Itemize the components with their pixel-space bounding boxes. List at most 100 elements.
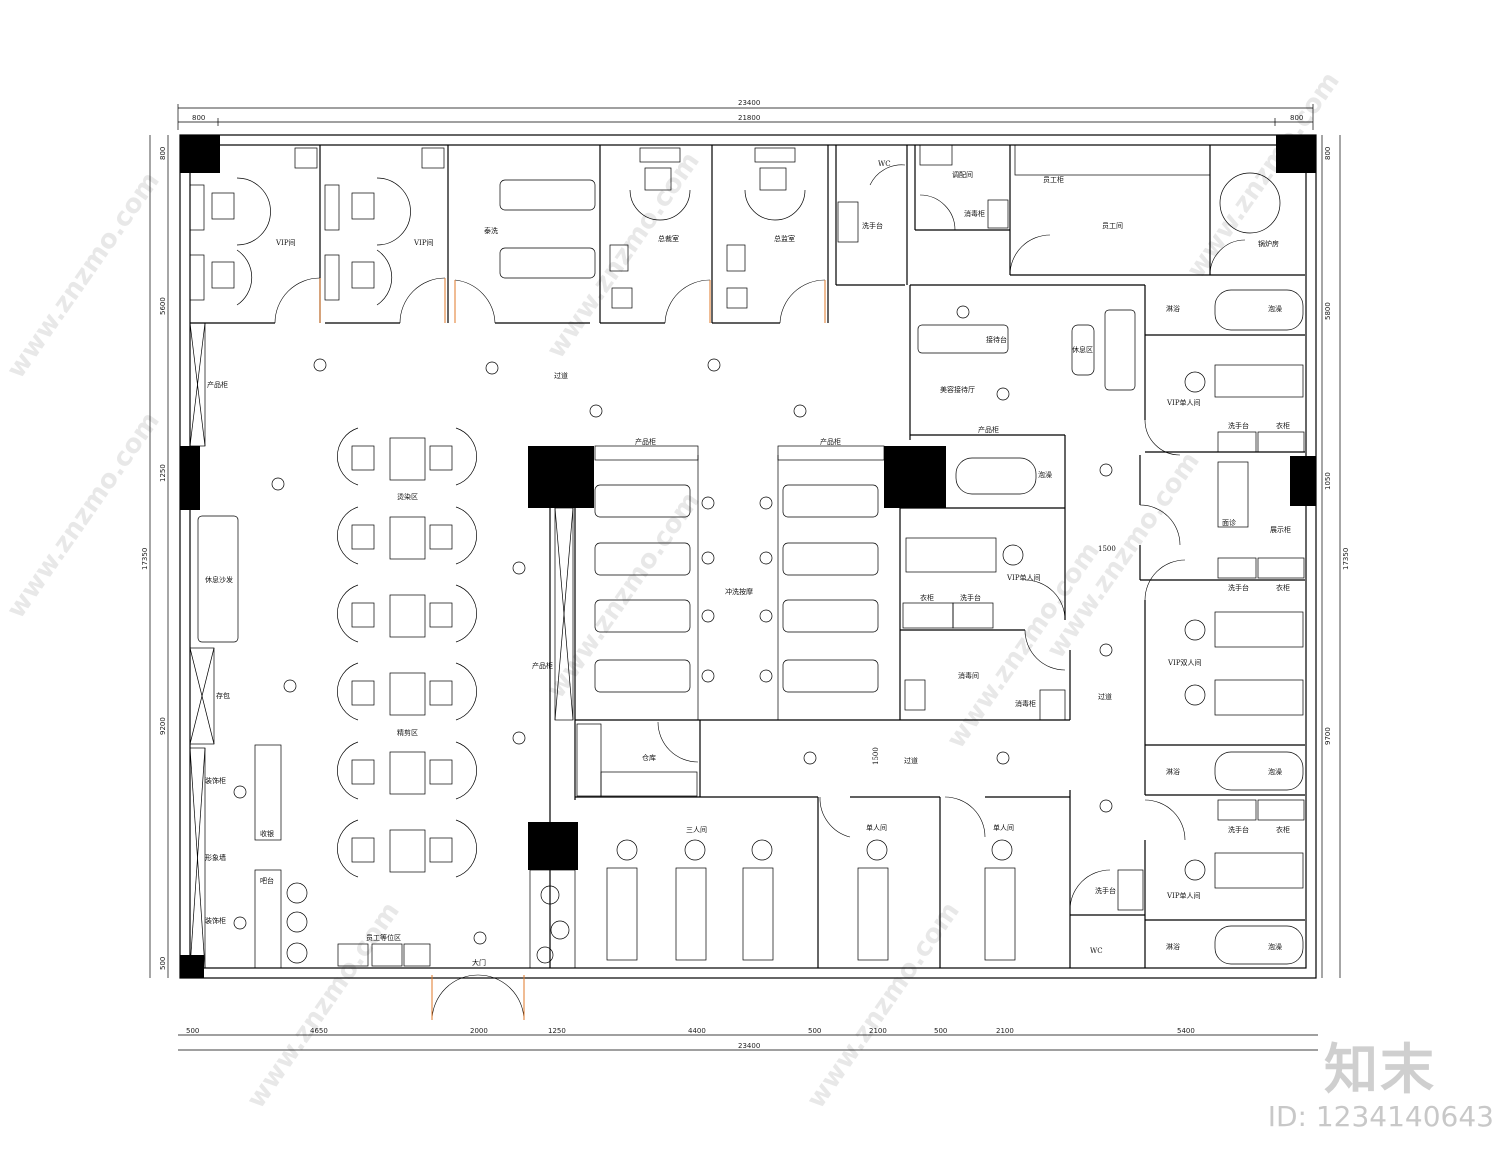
- label-sink2: 洗手台: [1228, 421, 1249, 430]
- label-disinfect-cab2: 消毒柜: [1015, 699, 1036, 708]
- label-decor-cab1: 装饰柜: [205, 776, 226, 785]
- dim-bottom-8: 2100: [996, 1027, 1014, 1035]
- dim-bottom-9: 5400: [1177, 1027, 1195, 1035]
- person-symbols: [233, 305, 1113, 945]
- styling-stations: [337, 427, 477, 878]
- label-wash-massage: 冲洗按摩: [725, 587, 753, 596]
- watermark-text: www.znzmo.com: [941, 537, 1106, 754]
- label-vip-single1: VIP单人间: [1166, 398, 1201, 407]
- label-product-cab-b: 产品柜: [820, 437, 841, 446]
- dim-top-total: 23400: [738, 99, 760, 107]
- watermark-text: www.znzmo.com: [1, 407, 166, 624]
- label-vip2: VIP间: [413, 239, 434, 247]
- label-bath1: 泡澡: [1268, 304, 1282, 313]
- label-product-cab-c: 产品柜: [978, 425, 999, 434]
- label-vip-single2: VIP单人间: [1006, 573, 1041, 582]
- furniture: [189, 144, 1305, 965]
- dim-right-total: 17350: [1342, 548, 1350, 570]
- label-corridor-top: 过道: [554, 371, 568, 380]
- watermark-text: www.znzmo.com: [1, 167, 166, 384]
- label-cashier: 收银: [260, 829, 274, 838]
- bath-fixtures: [837, 144, 1305, 965]
- dim-left-4: 500: [159, 957, 167, 970]
- dim-left-0: 800: [159, 147, 167, 160]
- dim-left-total: 17350: [141, 548, 149, 570]
- dim-bottom-3: 1250: [548, 1027, 566, 1035]
- label-product-cab-a: 产品柜: [635, 437, 656, 446]
- label-perm-area: 烫染区: [397, 492, 418, 501]
- label-shower1: 淋浴: [1166, 304, 1180, 313]
- dim-bottom-7: 500: [934, 1027, 947, 1035]
- label-bath4: 泡澡: [1268, 942, 1282, 951]
- label-triple-room: 三人间: [686, 826, 707, 834]
- label-disinfect-cab: 消毒柜: [964, 209, 985, 218]
- label-decor-cab2: 装饰柜: [205, 916, 226, 925]
- label-wardrobe3: 衣柜: [920, 593, 934, 602]
- label-main-door: 大门: [472, 958, 486, 967]
- label-shower3: 淋浴: [1166, 942, 1180, 951]
- label-inner-1500-b: 1500: [872, 747, 880, 765]
- dim-top-right: 800: [1290, 114, 1303, 122]
- label-image-wall: 形象墙: [205, 853, 226, 862]
- label-vip-single3: VIP单人间: [1166, 891, 1201, 900]
- label-vip-double: VIP双人间: [1167, 659, 1202, 667]
- watermark-text: www.znzmo.com: [541, 147, 706, 364]
- dim-right-2: 1050: [1324, 472, 1332, 490]
- label-mixing: 调配间: [952, 170, 973, 179]
- dim-right-0: 800: [1324, 147, 1332, 160]
- dim-top-inner: 21800: [738, 114, 760, 122]
- label-wardrobe5: 衣柜: [1276, 825, 1290, 834]
- label-corridor-mid: 过道: [904, 756, 918, 765]
- label-corridor-right: 过道: [1098, 692, 1112, 701]
- doors: [274, 164, 1246, 1021]
- watermark-text: www.znzmo.com: [241, 897, 406, 1114]
- label-bar: 吧台: [260, 876, 274, 885]
- dim-bottom-5: 500: [808, 1027, 821, 1035]
- dim-top-left: 800: [192, 114, 205, 122]
- watermark-text: www.znzmo.com: [1181, 67, 1346, 284]
- brand-id: ID: 1234140643: [1267, 1100, 1494, 1133]
- label-boiler: 锅炉房: [1258, 239, 1279, 248]
- dim-bottom-0: 500: [186, 1027, 199, 1035]
- label-rest-sofa: 休息沙发: [205, 575, 233, 584]
- dim-bottom-total: 23400: [738, 1042, 760, 1050]
- label-wc-bottom: WC: [1090, 947, 1103, 955]
- label-storage-bag: 存包: [216, 691, 230, 700]
- label-lounge: 休息区: [1072, 345, 1093, 354]
- label-single-room2: 单人间: [993, 823, 1014, 832]
- label-single-room1: 单人间: [866, 823, 887, 832]
- massage-beds: [606, 839, 1016, 961]
- dim-left-1: 5600: [159, 297, 167, 315]
- label-staff-wait: 员工等位区: [366, 933, 401, 942]
- dimension-lines: 23400 21800 800 800 800 5600 1250 9200 5…: [141, 99, 1350, 1051]
- label-shower2: 淋浴: [1166, 767, 1180, 776]
- label-warehouse: 仓库: [642, 753, 656, 762]
- label-bath3: 泡澡: [1268, 767, 1282, 776]
- label-sink4: 洗手台: [1228, 583, 1249, 592]
- label-wash-top: 泰洗: [484, 226, 498, 235]
- label-inner-1500-a: 1500: [1098, 545, 1116, 553]
- label-facial: 面诊: [1222, 518, 1236, 527]
- label-ceo2: 总监室: [774, 234, 795, 243]
- label-styling-area: 精剪区: [397, 728, 418, 737]
- label-vip1: VIP间: [275, 239, 296, 247]
- dim-left-2: 1250: [159, 464, 167, 482]
- label-disinfect-room: 消毒间: [958, 671, 979, 680]
- label-product-cab-mid: 产品柜: [532, 661, 553, 670]
- outer-walls: [179, 134, 1317, 979]
- label-wc-top: WC: [878, 160, 891, 168]
- label-reception: 接待台: [986, 335, 1007, 344]
- dim-bottom-1: 4650: [310, 1027, 328, 1035]
- dim-bottom-6: 2100: [869, 1027, 887, 1035]
- room-labels: VIP间 VIP间 泰洗 总裁室 总监室 WC 洗手台 调配间 消毒柜 员工柜 …: [205, 160, 1291, 967]
- label-sink6: 洗手台: [1095, 886, 1116, 895]
- label-sink5: 洗手台: [1228, 825, 1249, 834]
- label-staff-room: 员工间: [1102, 222, 1123, 230]
- label-staff-cab: 员工柜: [1043, 175, 1064, 184]
- watermark-text: www.znzmo.com: [1041, 447, 1206, 664]
- dim-bottom-4: 4400: [688, 1027, 706, 1035]
- brand-logo: 知末: [1324, 1038, 1436, 1101]
- label-wardrobe2: 衣柜: [1276, 421, 1290, 430]
- dim-right-1: 5800: [1324, 302, 1332, 320]
- watermark-text: www.znzmo.com: [801, 897, 966, 1114]
